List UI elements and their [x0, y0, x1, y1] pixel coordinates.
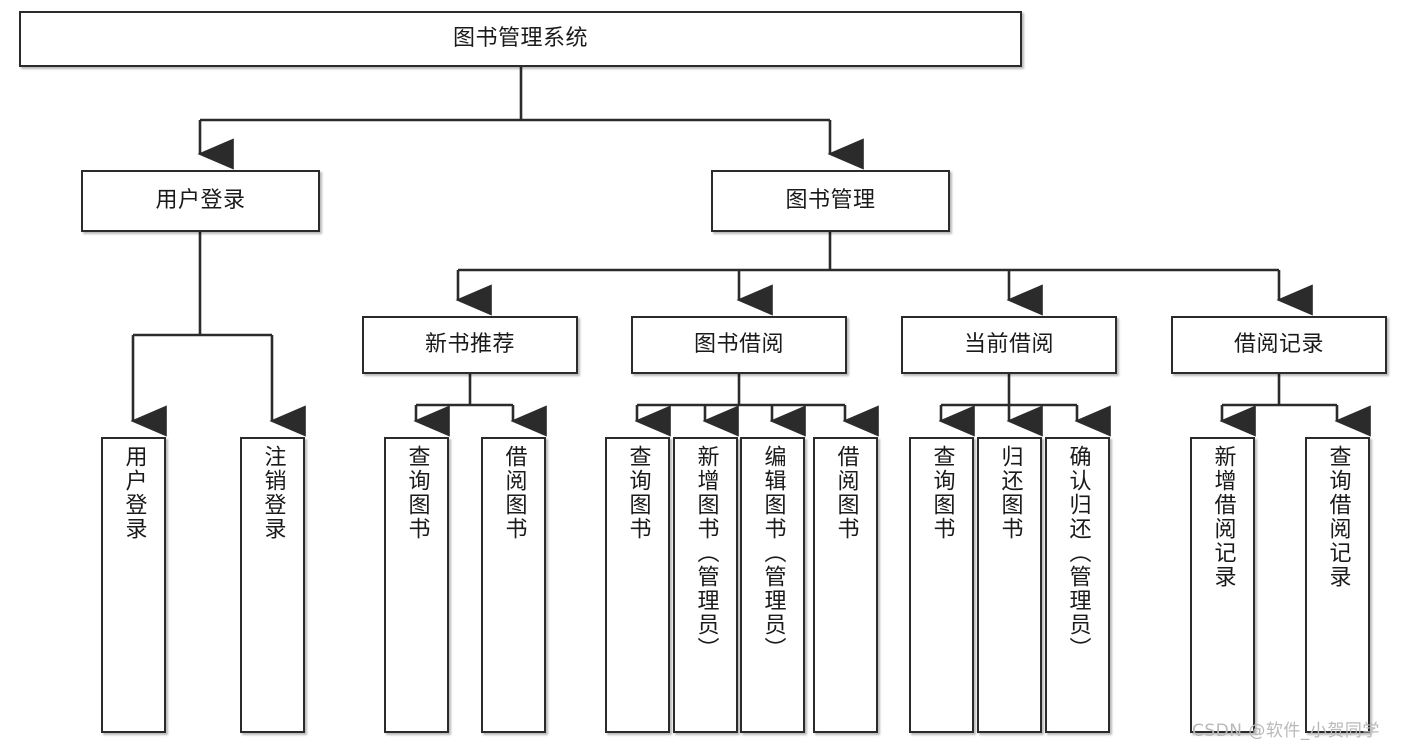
- node-label: 查询借阅记录: [1325, 445, 1351, 589]
- node-label: 借阅记录: [1233, 331, 1324, 357]
- leaf-add-borrow-record[interactable]: 新增借阅记录: [1190, 437, 1255, 733]
- node-label: 当前借阅: [963, 331, 1054, 357]
- node-label: 编辑图书（管理员）: [760, 445, 786, 661]
- node-new-book-recommend[interactable]: 新书推荐: [362, 316, 578, 374]
- node-book-management[interactable]: 图书管理: [711, 170, 950, 232]
- node-current-borrow[interactable]: 当前借阅: [901, 316, 1117, 374]
- node-label: 图书管理系统: [452, 25, 588, 51]
- node-root-book-management-system[interactable]: 图书管理系统: [19, 11, 1022, 67]
- node-label: 用户登录: [155, 187, 246, 213]
- csdn-watermark: CSDN @软件_小贺同学: [1192, 721, 1380, 741]
- leaf-add-book-admin[interactable]: 新增图书（管理员）: [673, 437, 738, 733]
- node-label: 用户登录: [121, 445, 147, 541]
- leaf-user-login[interactable]: 用户登录: [101, 437, 166, 733]
- node-label: 图书管理: [785, 187, 876, 213]
- node-label: 图书借阅: [693, 331, 784, 357]
- node-label: 借阅图书: [501, 445, 527, 541]
- node-borrow-record[interactable]: 借阅记录: [1171, 316, 1387, 374]
- node-book-borrow[interactable]: 图书借阅: [631, 316, 847, 374]
- node-label: 注销登录: [260, 445, 286, 541]
- node-label: 新书推荐: [424, 331, 515, 357]
- leaf-borrow-book-borrow[interactable]: 借阅图书: [813, 437, 878, 733]
- node-label: 新增图书（管理员）: [693, 445, 719, 661]
- leaf-query-borrow-record[interactable]: 查询借阅记录: [1305, 437, 1370, 733]
- node-label: 借阅图书: [833, 445, 859, 541]
- leaf-query-book-borrow[interactable]: 查询图书: [605, 437, 670, 733]
- node-user-login[interactable]: 用户登录: [81, 170, 320, 232]
- node-label: 查询图书: [929, 445, 955, 541]
- leaf-borrow-book-recommend[interactable]: 借阅图书: [481, 437, 546, 733]
- leaf-confirm-return-admin[interactable]: 确认归还（管理员）: [1045, 437, 1110, 733]
- leaf-logout-login[interactable]: 注销登录: [240, 437, 305, 733]
- leaf-query-book-current[interactable]: 查询图书: [909, 437, 974, 733]
- node-label: 查询图书: [625, 445, 651, 541]
- node-label: 归还图书: [997, 445, 1023, 541]
- node-label: 新增借阅记录: [1210, 445, 1236, 589]
- leaf-query-book-recommend[interactable]: 查询图书: [384, 437, 449, 733]
- leaf-edit-book-admin[interactable]: 编辑图书（管理员）: [740, 437, 805, 733]
- node-label: 查询图书: [404, 445, 430, 541]
- node-label: 确认归还（管理员）: [1065, 445, 1091, 661]
- leaf-return-book[interactable]: 归还图书: [977, 437, 1042, 733]
